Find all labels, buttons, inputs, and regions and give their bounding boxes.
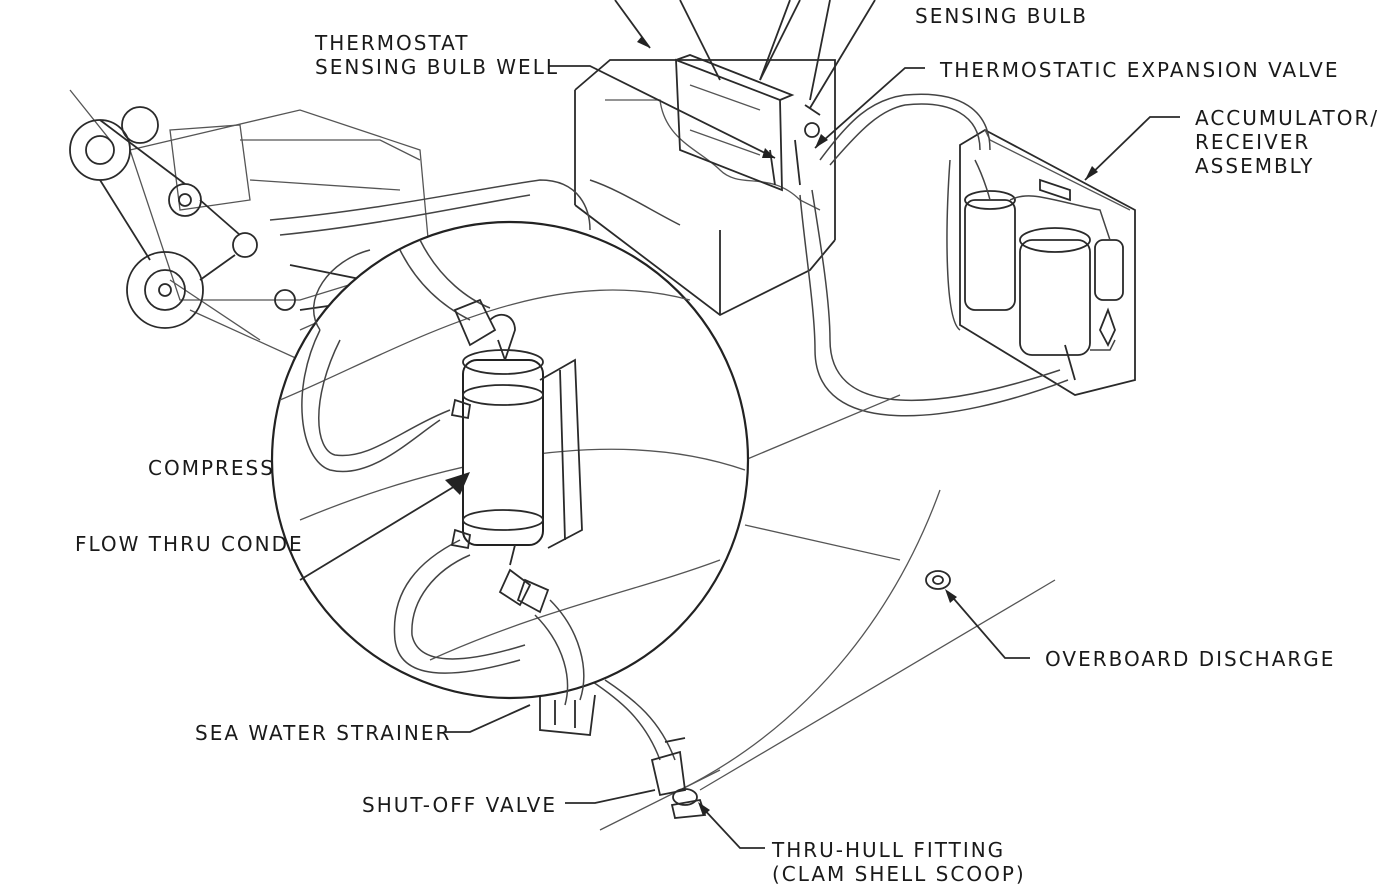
label-accumulator-line2: RECEIVER xyxy=(1195,130,1311,154)
label-sea-water-strainer: SEA WATER STRAINER xyxy=(195,721,452,745)
accumulator-receiver-drawing xyxy=(946,128,1136,396)
hull-lines xyxy=(599,394,1056,831)
label-bulb-well-line2: SENSING BULB WELL xyxy=(315,55,559,79)
leader-lines xyxy=(445,0,1180,849)
icebox-drawing xyxy=(574,0,836,317)
label-thru-hull-line1: THRU-HULL FITTING xyxy=(772,838,1006,862)
refrigerant-tubing xyxy=(269,93,1069,417)
label-flow-thru-condenser: FLOW THRU CONDE xyxy=(75,532,304,556)
condenser-detail-inset xyxy=(270,220,750,706)
seawater-inlet-components xyxy=(539,679,707,819)
label-thermostatic-expansion-valve: THERMOSTATIC EXPANSION VALVE xyxy=(940,58,1340,82)
label-thru-hull-line2: (CLAM SHELL SCOOP) xyxy=(772,862,1026,886)
label-sensing-bulb: SENSING BULB xyxy=(915,4,1088,28)
label-accumulator-line1: ACCUMULATOR/ xyxy=(1195,106,1380,130)
label-overboard-discharge: OVERBOARD DISCHARGE xyxy=(1045,647,1336,671)
label-shut-off-valve: SHUT-OFF VALVE xyxy=(362,793,557,817)
label-bulb-well-line1: THERMOSTAT xyxy=(315,31,470,55)
label-compressor: COMPRESS xyxy=(148,456,275,480)
overboard-discharge-fitting xyxy=(925,570,951,590)
label-accumulator-line3: ASSEMBLY xyxy=(1195,154,1315,178)
